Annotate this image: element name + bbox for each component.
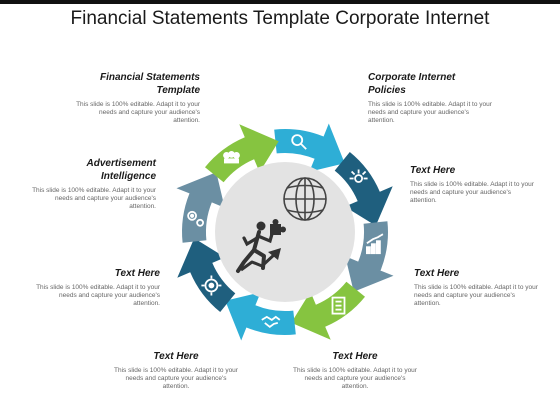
runner-puzzle-icon [236,219,286,273]
block-body: This slide is 100% editable. Adapt it to… [414,284,538,307]
text-block-bottom-right: Text Here This slide is 100% editable. A… [293,350,417,391]
slide-title: Financial Statements Template Corporate … [70,8,490,29]
cycle-segment [225,292,296,341]
search-icon [291,134,307,150]
block-body: This slide is 100% editable. Adapt it to… [32,187,156,210]
team-icon [223,150,240,164]
block-heading: Text Here [114,268,160,279]
block-heading: Text Here [410,165,456,176]
block-heading: Text Here [414,268,460,279]
block-heading: Corporate Internet Policies [368,72,456,96]
text-block-bottom-left: Text Here This slide is 100% editable. A… [114,350,238,391]
text-block-left-lower: Text Here This slide is 100% editable. A… [36,267,160,308]
block-heading: Advertisement Intelligence [86,158,156,182]
top-bar [0,0,560,4]
block-body: This slide is 100% editable. Adapt it to… [293,367,417,390]
growth-chart-icon [365,233,384,255]
center-circle [215,162,355,302]
cycle-segment [274,123,345,172]
text-block-corporate-internet: Corporate Internet Policies This slide i… [368,71,492,125]
block-heading: Text Here [153,351,199,362]
cycle-segment [176,172,225,243]
text-block-advertisement: Advertisement Intelligence This slide is… [32,157,156,211]
globe-icon [283,177,327,221]
block-body: This slide is 100% editable. Adapt it to… [368,101,492,124]
target-icon [201,275,222,296]
block-heading: Financial Statements Template [99,72,200,96]
gears-icon [187,210,205,227]
block-body: This slide is 100% editable. Adapt it to… [36,284,160,307]
block-body: This slide is 100% editable. Adapt it to… [114,367,238,390]
text-block-financial-statements: Financial Statements Template This slide… [76,71,200,125]
block-body: This slide is 100% editable. Adapt it to… [410,181,534,204]
text-block-right-upper: Text Here This slide is 100% editable. A… [410,164,534,205]
cycle-segment [345,221,394,292]
idea-network-icon [349,169,368,183]
text-block-right-lower: Text Here This slide is 100% editable. A… [414,267,538,308]
block-body: This slide is 100% editable. Adapt it to… [76,101,200,124]
handshake-icon [261,315,281,329]
block-heading: Text Here [332,351,378,362]
document-icon [331,296,346,315]
